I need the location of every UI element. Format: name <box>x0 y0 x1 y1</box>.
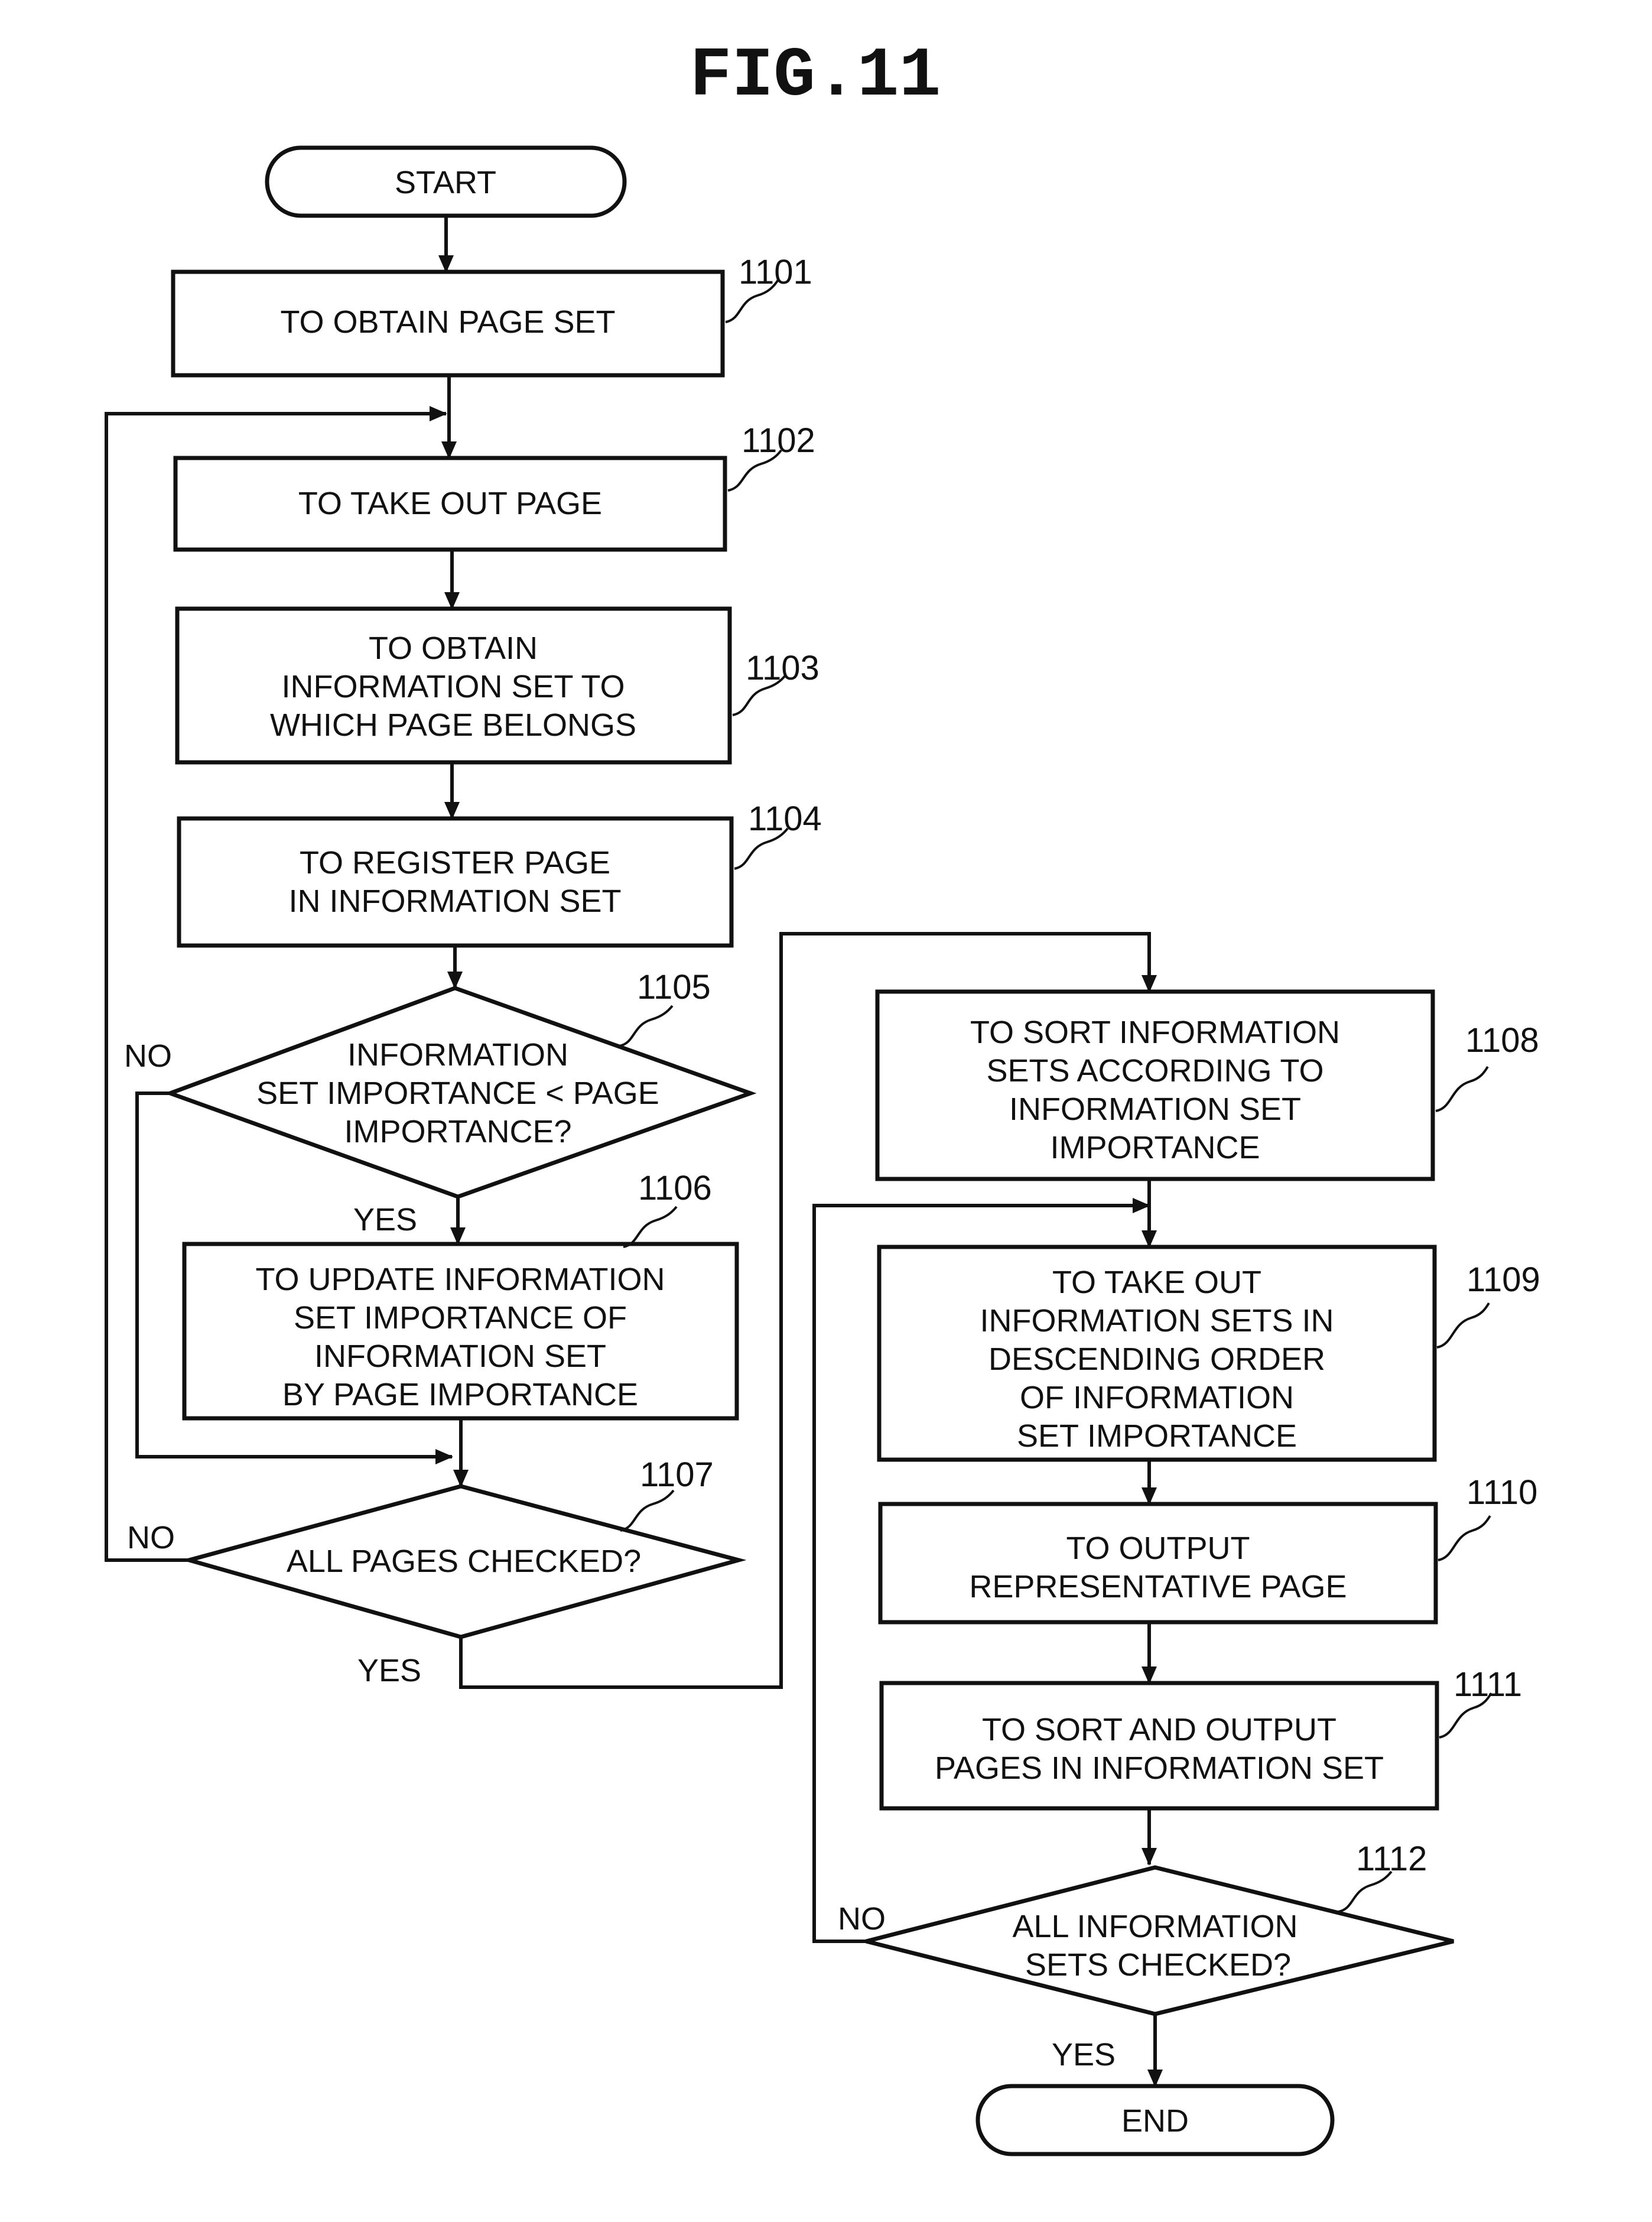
svg-text:INFORMATION SET: INFORMATION SET <box>1009 1091 1301 1127</box>
no-label-1112: NO <box>838 1901 886 1937</box>
step-1102: TO TAKE OUT PAGE 1102 <box>175 421 815 550</box>
svg-text:PAGES IN INFORMATION SET: PAGES IN INFORMATION SET <box>935 1750 1384 1786</box>
svg-text:IMPORTANCE?: IMPORTANCE? <box>344 1114 571 1149</box>
svg-text:1103: 1103 <box>746 649 820 687</box>
svg-text:1105: 1105 <box>637 968 711 1006</box>
svg-text:1106: 1106 <box>638 1169 712 1207</box>
svg-text:1110: 1110 <box>1466 1473 1537 1512</box>
figure-title: FIG.11 <box>690 37 941 116</box>
step-1103: TO OBTAIN INFORMATION SET TO WHICH PAGE … <box>177 609 820 762</box>
svg-text:SET IMPORTANCE < PAGE: SET IMPORTANCE < PAGE <box>256 1076 659 1111</box>
svg-text:SETS CHECKED?: SETS CHECKED? <box>1025 1947 1291 1983</box>
svg-text:TO OUTPUT: TO OUTPUT <box>1066 1531 1250 1566</box>
step-1111: TO SORT AND OUTPUT PAGES IN INFORMATION … <box>882 1665 1522 1808</box>
svg-text:INFORMATION SETS IN: INFORMATION SETS IN <box>980 1303 1334 1339</box>
step-1101: TO OBTAIN PAGE SET 1101 <box>173 253 812 375</box>
svg-text:TO UPDATE INFORMATION: TO UPDATE INFORMATION <box>255 1262 665 1297</box>
svg-text:SET IMPORTANCE OF: SET IMPORTANCE OF <box>294 1300 627 1336</box>
svg-text:IMPORTANCE: IMPORTANCE <box>1050 1130 1260 1165</box>
svg-text:START: START <box>395 165 496 200</box>
yes-label-1105: YES <box>353 1202 417 1237</box>
svg-text:1107: 1107 <box>640 1456 714 1494</box>
end-terminal: END <box>978 2086 1332 2154</box>
svg-text:TO OBTAIN: TO OBTAIN <box>369 631 538 666</box>
svg-text:TO TAKE OUT PAGE: TO TAKE OUT PAGE <box>298 486 602 521</box>
svg-text:BY PAGE IMPORTANCE: BY PAGE IMPORTANCE <box>282 1377 638 1412</box>
svg-text:OF INFORMATION: OF INFORMATION <box>1020 1380 1294 1415</box>
svg-text:SET IMPORTANCE: SET IMPORTANCE <box>1017 1418 1297 1454</box>
yes-label-1112: YES <box>1052 2037 1116 2072</box>
svg-text:TO REGISTER PAGE: TO REGISTER PAGE <box>300 845 610 881</box>
svg-text:IN INFORMATION SET: IN INFORMATION SET <box>289 883 622 919</box>
svg-text:WHICH PAGE BELONGS: WHICH PAGE BELONGS <box>270 707 636 743</box>
svg-text:ALL INFORMATION: ALL INFORMATION <box>1012 1909 1297 1944</box>
svg-text:TO SORT INFORMATION: TO SORT INFORMATION <box>970 1015 1340 1050</box>
step-1104: TO REGISTER PAGE IN INFORMATION SET 1104 <box>179 800 822 946</box>
svg-text:INFORMATION: INFORMATION <box>347 1037 568 1073</box>
svg-text:1101: 1101 <box>739 253 812 291</box>
svg-text:TO TAKE OUT: TO TAKE OUT <box>1052 1265 1261 1300</box>
svg-text:ALL PAGES CHECKED?: ALL PAGES CHECKED? <box>287 1544 641 1579</box>
step-1106: TO UPDATE INFORMATION SET IMPORTANCE OF … <box>184 1169 737 1418</box>
svg-text:DESCENDING ORDER: DESCENDING ORDER <box>988 1341 1325 1377</box>
svg-text:SETS ACCORDING TO: SETS ACCORDING TO <box>986 1053 1323 1089</box>
svg-text:INFORMATION SET TO: INFORMATION SET TO <box>281 669 625 704</box>
step-1109: TO TAKE OUT INFORMATION SETS IN DESCENDI… <box>879 1247 1540 1460</box>
svg-text:END: END <box>1121 2103 1189 2139</box>
yes-label-1107: YES <box>357 1653 421 1688</box>
svg-text:INFORMATION SET: INFORMATION SET <box>314 1339 606 1374</box>
no-label-1107: NO <box>127 1520 175 1555</box>
step-1110: TO OUTPUT REPRESENTATIVE PAGE 1110 <box>880 1473 1537 1622</box>
svg-text:REPRESENTATIVE PAGE: REPRESENTATIVE PAGE <box>969 1569 1347 1604</box>
svg-text:TO OBTAIN PAGE SET: TO OBTAIN PAGE SET <box>280 304 615 340</box>
svg-text:1109: 1109 <box>1466 1261 1540 1299</box>
step-1108: TO SORT INFORMATION SETS ACCORDING TO IN… <box>877 992 1539 1179</box>
step-1107-decision: ALL PAGES CHECKED? 1107 NO YES <box>127 1456 739 1688</box>
start-terminal: START <box>267 148 625 216</box>
svg-text:TO SORT AND OUTPUT: TO SORT AND OUTPUT <box>982 1712 1336 1747</box>
no-label-1105: NO <box>124 1038 172 1074</box>
step-1112-decision: ALL INFORMATION SETS CHECKED? 1112 NO YE… <box>838 1840 1453 2072</box>
svg-text:1108: 1108 <box>1465 1021 1539 1060</box>
